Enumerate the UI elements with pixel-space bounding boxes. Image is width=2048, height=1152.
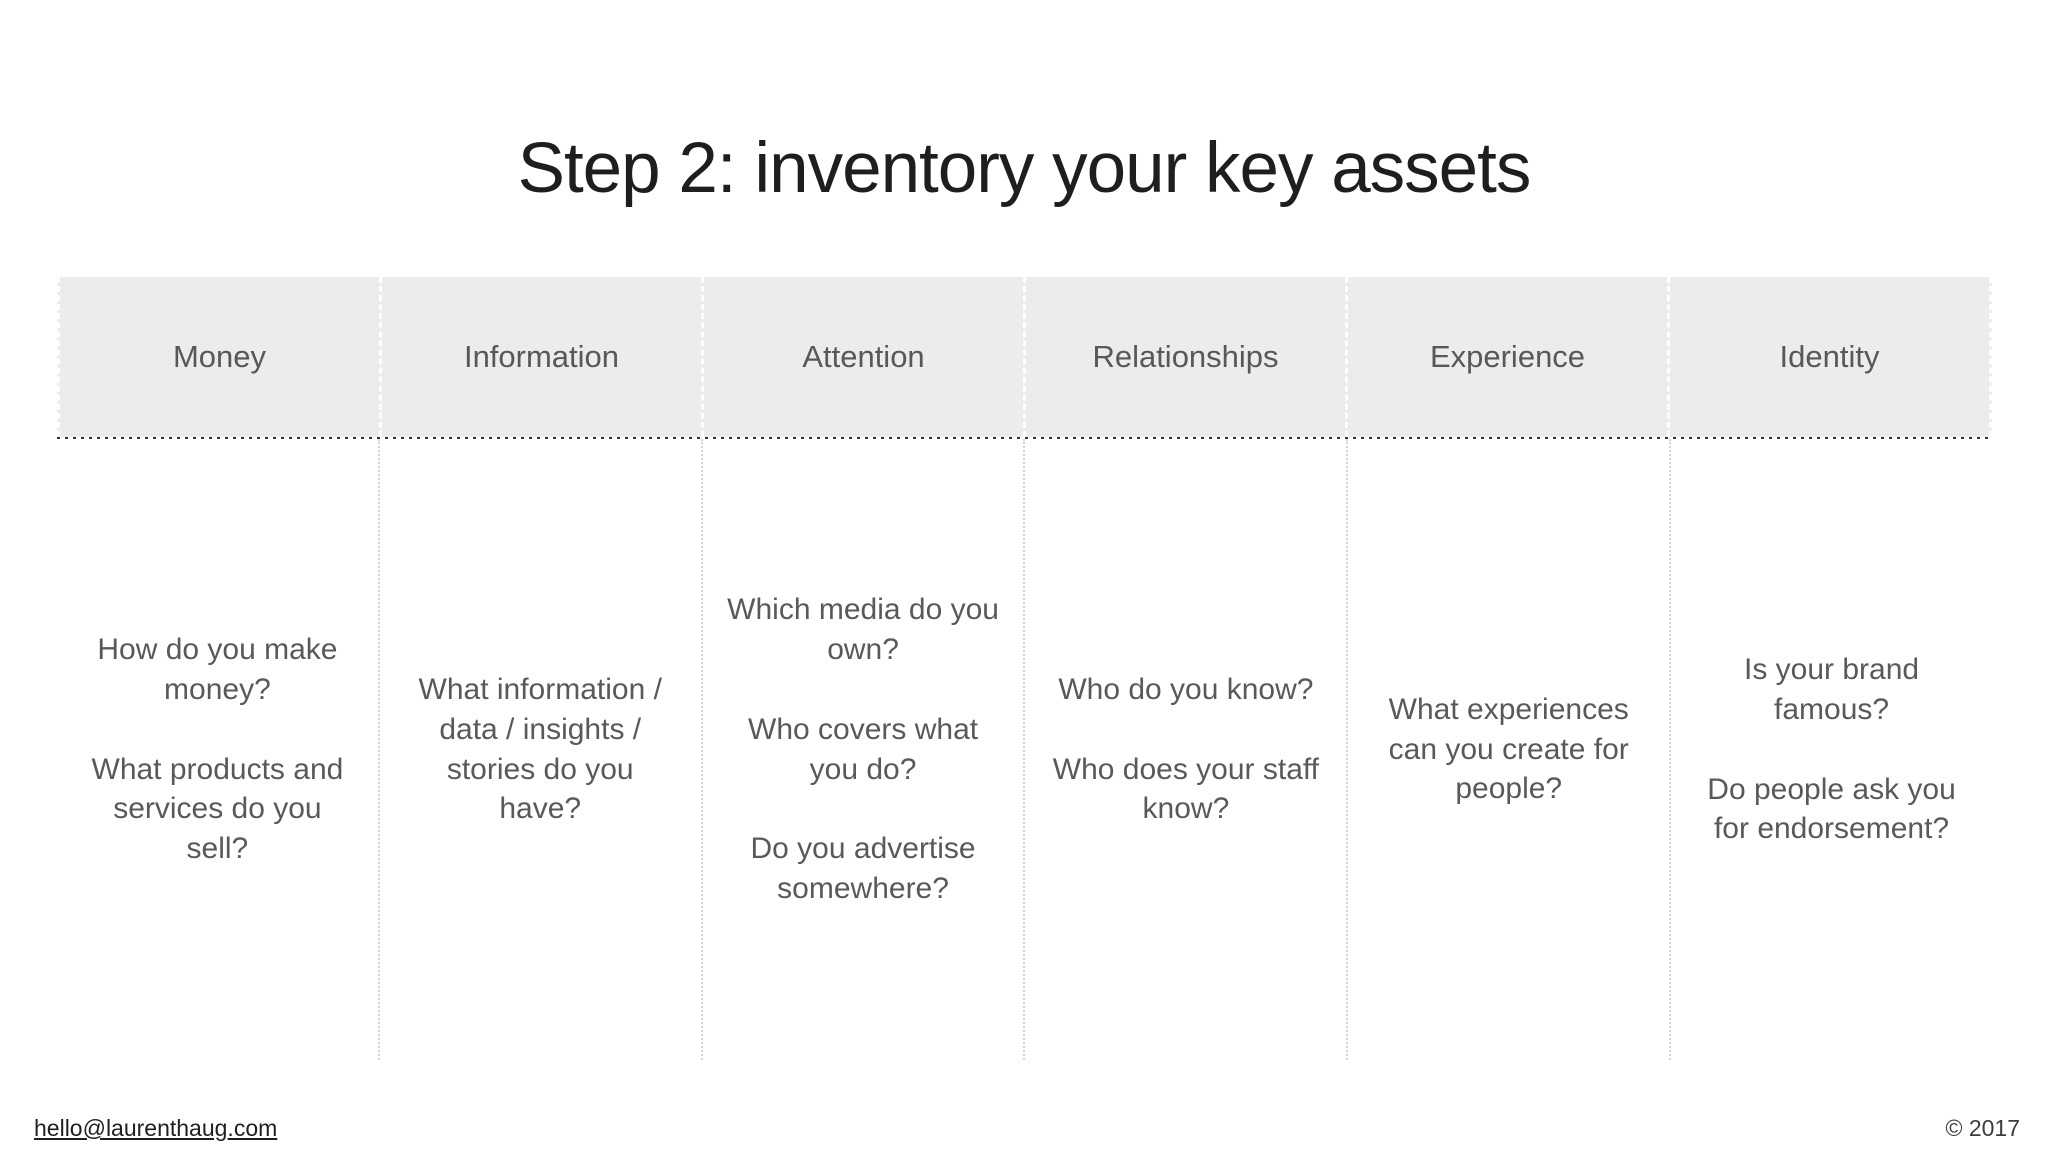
column-cell-money: How do you make money? What products and… xyxy=(57,439,378,1060)
question-text: Do people ask you for endorsement? xyxy=(1707,772,1956,846)
question-text: How do you make money? xyxy=(97,632,338,706)
column-cell-relationships: Who do you know? Who does your staff kno… xyxy=(1023,439,1346,1060)
question-text: Which media do you own? xyxy=(727,592,999,666)
question-text: Who does your staff know? xyxy=(1052,752,1320,826)
column-cell-information: What information / data / insights / sto… xyxy=(377,439,701,1060)
column-header-information: Information xyxy=(379,277,701,437)
question-text: What products and services do you sell? xyxy=(91,752,344,866)
column-header-experience: Experience xyxy=(1345,277,1667,437)
question-text: Is your brand famous? xyxy=(1744,652,1920,726)
table-header-row: Money Information Attention Relationship… xyxy=(57,277,1992,439)
slide-title: Step 2: inventory your key assets xyxy=(517,128,1532,208)
copyright-text: © 2017 xyxy=(1945,1115,2020,1141)
table-body-row: How do you make money? What products and… xyxy=(57,439,1992,1060)
question-text: Who do you know? xyxy=(1058,672,1314,706)
column-header-identity: Identity xyxy=(1667,277,1989,437)
question-text: Do you advertise somewhere? xyxy=(750,832,976,906)
column-cell-identity: Is your brand famous? Do people ask you … xyxy=(1669,439,1992,1060)
assets-table: Money Information Attention Relationship… xyxy=(57,277,1992,1060)
column-header-attention: Attention xyxy=(701,277,1023,437)
question-text: What information / data / insights / sto… xyxy=(418,672,662,826)
column-header-money: Money xyxy=(172,339,267,374)
column-header-relationships: Relationships xyxy=(1023,277,1345,437)
question-text: What experiences can you create for peop… xyxy=(1388,692,1629,806)
column-cell-experience: What experiences can you create for peop… xyxy=(1346,439,1669,1060)
column-cell-attention: Which media do you own? Who covers what … xyxy=(700,439,1024,1060)
email-link[interactable]: hello@laurenthaug.com xyxy=(34,1115,278,1141)
question-text: Who covers what you do? xyxy=(748,712,979,786)
